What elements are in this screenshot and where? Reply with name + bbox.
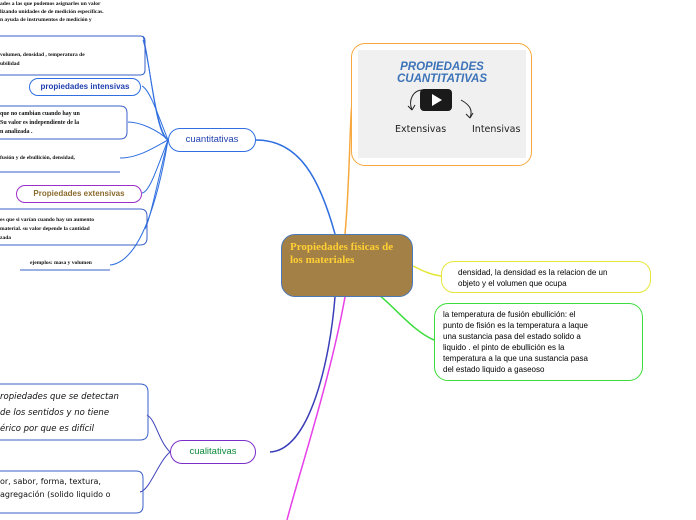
link-cualitativas	[270, 297, 335, 452]
video-thumbnail[interactable]: PROPIEDADES CUANTITATIVAS Extensivas Int…	[358, 50, 526, 158]
ext-description-text: es que si varían cuando hay un aumento m…	[0, 216, 94, 243]
center-topic-title: Propiedades físicas de los materiales	[290, 241, 393, 266]
int-description-text: que no cambian cuando hay un Su valor es…	[0, 110, 80, 137]
cuantitativas-label: cuantitativas	[186, 134, 239, 145]
examples-text: volumen, densidad , temperatura de ubili…	[0, 51, 85, 69]
extensivas-label: Propiedades extensivas	[33, 189, 124, 198]
intensivas-label-node[interactable]: propiedades intensivas	[29, 78, 141, 96]
qual-examples-text: or, sabor, forma, textura, agregación (s…	[0, 475, 111, 501]
ext-examples-text: ejemplos: masa y volumen	[30, 260, 92, 266]
play-icon[interactable]	[420, 89, 452, 111]
extensivas-caption: Extensivas	[395, 124, 446, 135]
link-bottom	[287, 297, 345, 520]
density-node[interactable]: densidad, la densidad es la relacion de …	[441, 261, 651, 293]
qual-description-text: ropiedades que se detectan de los sentid…	[0, 389, 119, 437]
definition-text: ades a las que podemos asignarles un val…	[0, 0, 150, 24]
int-examples-text: fusión y de ebullición, densidad,	[0, 155, 75, 161]
cuantitativas-node[interactable]: cuantitativas	[168, 128, 256, 152]
link-density	[413, 266, 441, 276]
intensivas-caption: Intensivas	[472, 124, 520, 135]
intensivas-label: propiedades intensivas	[41, 82, 130, 91]
cualitativas-label: cualitativas	[190, 446, 237, 457]
center-topic-node[interactable]: Propiedades físicas de los materiales	[281, 234, 413, 297]
link-cuantitativas	[256, 140, 335, 234]
video-node[interactable]: PROPIEDADES CUANTITATIVAS Extensivas Int…	[351, 43, 532, 166]
cualitativas-node[interactable]: cualitativas	[170, 440, 256, 464]
temperature-node[interactable]: la temperatura de fusión ebullición: el …	[434, 303, 643, 381]
extensivas-label-node[interactable]: Propiedades extensivas	[16, 185, 142, 203]
